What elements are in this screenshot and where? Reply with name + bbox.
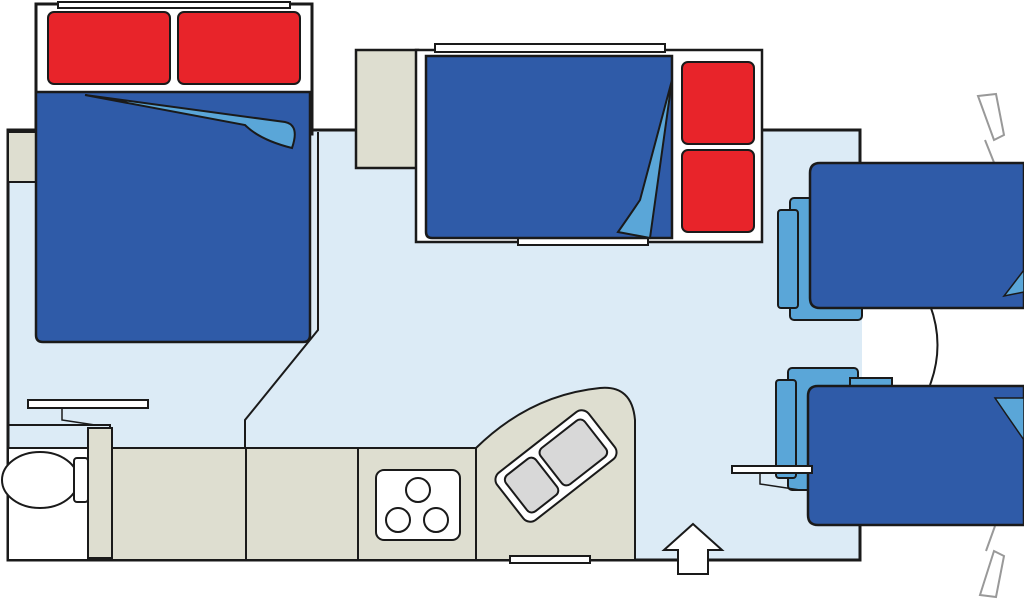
bunk-sheet-fold [616, 79, 673, 240]
bunk-pillow-top [681, 61, 755, 145]
sink-basin-small [503, 456, 560, 514]
burner-right [423, 507, 449, 533]
front-seat-bed-upper[interactable] [808, 161, 1024, 310]
pillow-right [177, 11, 301, 85]
wardrobe [354, 48, 420, 170]
mirror-bottom-icon [978, 525, 1006, 599]
cab-door [731, 465, 813, 491]
bunk-pillow-bottom [681, 149, 755, 233]
entry-door [509, 522, 725, 575]
rear-double-bed[interactable] [34, 11, 312, 344]
cab-area [862, 92, 1006, 599]
pillow-left [47, 11, 171, 85]
cooktop [375, 469, 461, 541]
over-cab-bunk-bed[interactable] [414, 43, 764, 246]
burner-top [405, 477, 431, 503]
sheet-fold [84, 94, 296, 150]
double-sink [494, 409, 618, 523]
sink-basin-large [538, 418, 609, 487]
burner-left [385, 507, 411, 533]
bathroom-door [27, 399, 149, 409]
bathroom [1, 399, 149, 561]
toilet [1, 451, 89, 509]
entry-arrow-icon [661, 522, 725, 575]
mirror-top-icon [976, 92, 1006, 166]
front-seat-bed-lower[interactable] [806, 384, 1024, 527]
